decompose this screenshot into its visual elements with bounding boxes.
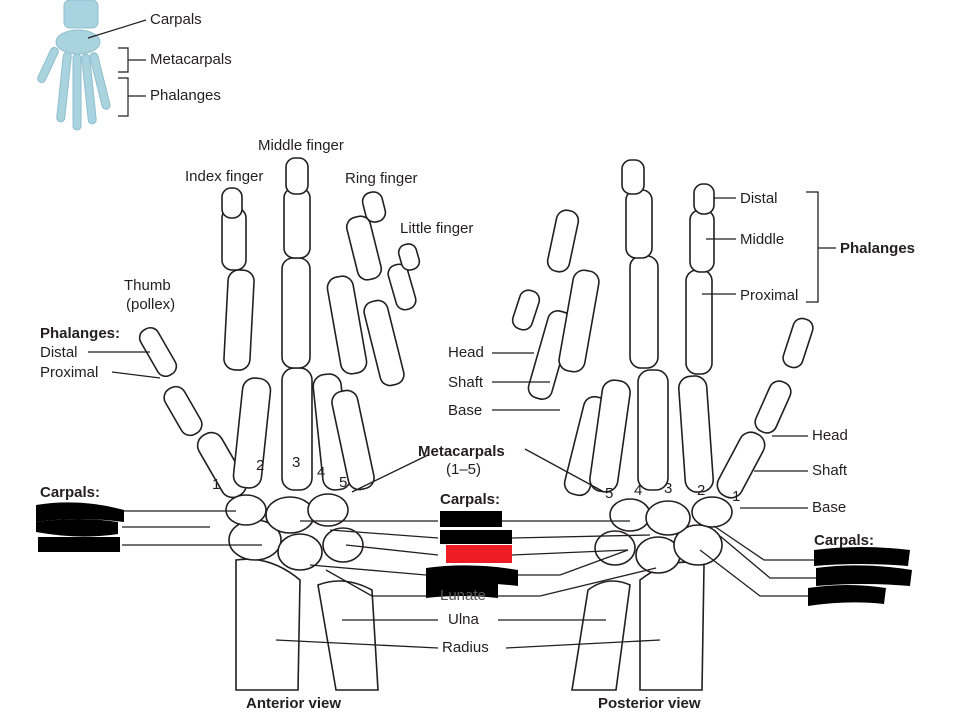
posterior-metacarpal-number-2: 2 [697, 482, 706, 499]
anterior-ulna-bone [317, 580, 379, 691]
inset-carpals-label: Carpals [150, 11, 202, 28]
anterior-metacarpal-number-3: 3 [292, 454, 301, 471]
metacarpals-label: Metacarpals [418, 443, 505, 460]
posterior-proximal-label: Proximal [740, 287, 799, 304]
ulna-label: Ulna [448, 611, 479, 628]
inset-metacarpals-label: Metacarpals [150, 51, 232, 68]
little-finger-label: Little finger [400, 220, 474, 237]
posterior-metacarpal-number-4: 4 [634, 482, 643, 499]
lunate-label: Lunate [440, 587, 486, 604]
posterior-phalanges-heading: Phalanges [840, 240, 916, 257]
anterior-radius-bone [235, 558, 301, 691]
radius-label: Radius [442, 639, 489, 656]
thumb-label: Thumb [124, 277, 171, 294]
posterior-middle-label: Middle [740, 231, 785, 248]
posterior-head-left-label: Head [448, 344, 484, 361]
index-finger-label: Index finger [185, 168, 264, 185]
posterior-head-right-label: Head [812, 427, 848, 444]
posterior-radius-bone [639, 561, 705, 691]
anterior-hand-bones [138, 157, 421, 691]
anterior-metacarpal-number-5: 5 [339, 474, 348, 491]
middle-finger-label: Middle finger [258, 137, 344, 154]
posterior-base-right-label: Base [812, 499, 847, 516]
posterior-ulna-bone [571, 580, 631, 691]
posterior-shaft-left-label: Shaft [448, 374, 484, 391]
metacarpals-range-label: (1–5) [446, 461, 482, 478]
posterior-carpals-heading: Carpals: [814, 532, 875, 549]
anterior-carpals-heading: Carpals: [40, 484, 101, 501]
inset-phalanges-label: Phalanges [150, 87, 221, 104]
posterior-hand-bones [511, 159, 814, 691]
anterior-metacarpal-number-2: 2 [256, 457, 265, 474]
anterior-view-title: Anterior view [246, 695, 342, 712]
posterior-base-left-label: Base [448, 402, 483, 419]
anterior-metacarpal-number-1: 1 [212, 476, 221, 493]
posterior-metacarpal-number-1: 1 [732, 488, 741, 505]
posterior-metacarpal-number-5: 5 [605, 485, 614, 502]
posterior-metacarpal-number-3: 3 [664, 480, 673, 497]
anterior-distal-label: Distal [40, 344, 78, 361]
pollex-label: (pollex) [126, 296, 176, 313]
inset-hand-illustration [37, 0, 111, 131]
inset-leader-lines [87, 19, 147, 117]
ring-finger-label: Ring finger [345, 170, 418, 187]
anterior-metacarpal-number-4: 4 [317, 464, 326, 481]
red-highlight-box [446, 545, 512, 563]
posterior-distal-label: Distal [740, 190, 778, 207]
anterior-proximal-label: Proximal [40, 364, 99, 381]
anterior-phalanges-heading: Phalanges: [40, 325, 121, 342]
center-carpals-heading: Carpals: [440, 491, 501, 508]
redaction-marks [36, 502, 912, 606]
leader-lines [88, 191, 836, 649]
posterior-view-title: Posterior view [598, 695, 701, 712]
posterior-shaft-right-label: Shaft [812, 462, 848, 479]
